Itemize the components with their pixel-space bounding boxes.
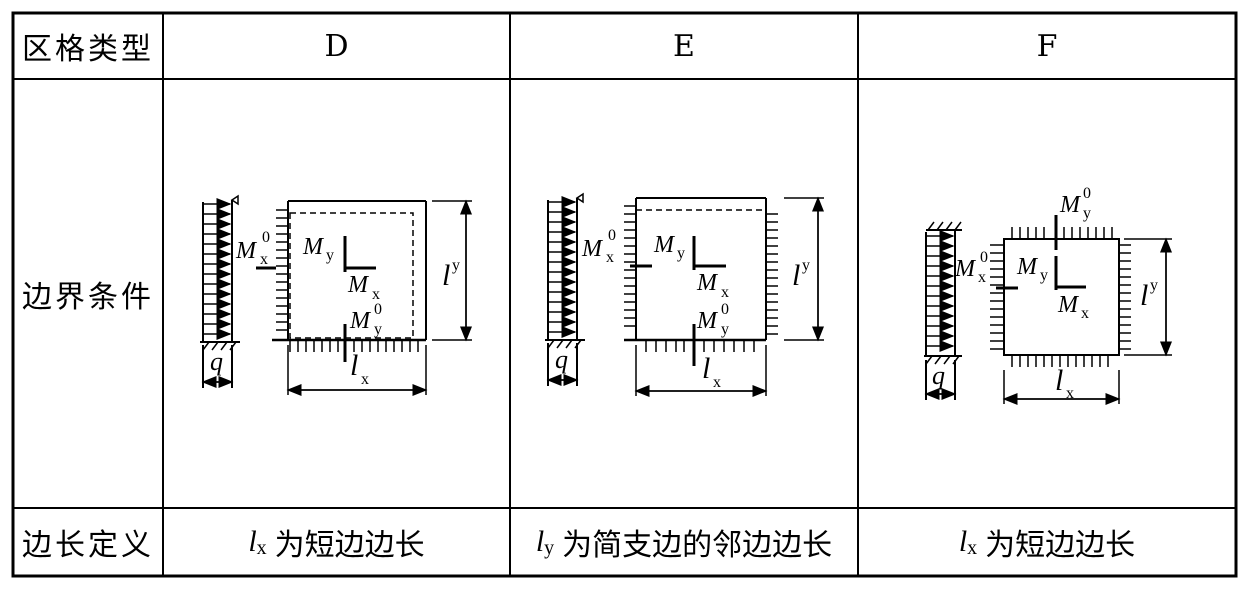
svg-text:q: q	[210, 347, 223, 376]
svg-text:M: M	[581, 236, 604, 262]
svg-text:M: M	[696, 308, 719, 334]
load-arrows	[548, 196, 577, 338]
svg-text:l: l	[702, 352, 710, 385]
svg-text:M: M	[696, 270, 719, 296]
svg-text:0: 0	[374, 301, 382, 318]
svg-text:y: y	[1040, 267, 1048, 284]
svg-text:M: M	[1059, 192, 1082, 218]
definition-text: 为简支边的邻边边长	[562, 528, 833, 563]
svg-text:x: x	[721, 284, 729, 301]
svg-text:x: x	[1066, 385, 1074, 402]
diagram-d-labels: M x 0 M y M x M y 0 l y l x q	[210, 229, 460, 388]
svg-text:l: l	[1055, 364, 1063, 397]
svg-text:x: x	[361, 371, 369, 388]
svg-text:0: 0	[608, 227, 616, 244]
definition-sub: y	[544, 536, 555, 559]
svg-text:q: q	[932, 361, 945, 390]
definition-var: l	[535, 525, 545, 558]
svg-text:x: x	[260, 251, 268, 268]
diagram-e-labels: M x 0 M y M x M y 0 l y l x q	[555, 227, 810, 391]
svg-text:y: y	[326, 247, 334, 264]
svg-text:M: M	[1057, 292, 1080, 318]
diagram-f-labels: M x 0 M y 0 M y M x l y l x q	[932, 185, 1158, 402]
svg-text:M: M	[349, 308, 372, 334]
svg-text:M: M	[1016, 254, 1039, 280]
svg-text:M: M	[235, 238, 258, 264]
svg-text:x: x	[1081, 305, 1089, 322]
svg-text:M: M	[302, 234, 325, 260]
svg-text:y: y	[1083, 205, 1091, 222]
svg-text:M: M	[347, 272, 370, 298]
svg-text:M: M	[653, 232, 676, 258]
svg-text:0: 0	[721, 301, 729, 318]
svg-text:l: l	[792, 259, 800, 292]
definition-text: 为短边边长	[985, 528, 1136, 563]
svg-text:0: 0	[980, 249, 988, 266]
svg-text:x: x	[713, 374, 721, 391]
svg-text:0: 0	[1083, 185, 1091, 202]
definition-sub: x	[967, 536, 978, 559]
definition-var: l	[248, 525, 257, 558]
svg-text:l: l	[350, 349, 358, 382]
svg-text:M: M	[954, 256, 977, 282]
svg-text:x: x	[372, 286, 380, 303]
svg-text:y: y	[802, 257, 810, 274]
diagram-e	[545, 192, 824, 397]
definition-sub: x	[256, 536, 267, 559]
svg-text:y: y	[677, 245, 685, 262]
svg-text:y: y	[1150, 277, 1158, 294]
svg-text:l: l	[442, 259, 450, 292]
svg-text:y: y	[374, 321, 382, 338]
svg-text:0: 0	[262, 229, 270, 246]
svg-text:x: x	[606, 249, 614, 266]
column-header-e: E	[673, 28, 695, 64]
load-arrows	[203, 198, 232, 340]
load-arrows	[926, 230, 955, 352]
svg-text:q: q	[555, 345, 568, 374]
header-row-label: 区格类型	[22, 32, 154, 67]
svg-text:y: y	[721, 321, 729, 338]
diagram-d	[200, 194, 472, 396]
svg-text:x: x	[978, 269, 986, 286]
definition-text: 为短边边长	[274, 528, 425, 563]
column-header-d: D	[324, 28, 349, 64]
svg-text:l: l	[1140, 279, 1148, 312]
definition-var: l	[958, 525, 968, 558]
row-label-boundary: 边界条件	[22, 279, 154, 315]
diagram-f	[924, 215, 1172, 405]
svg-text:y: y	[452, 257, 460, 274]
row-label-side-definition: 边长定义	[22, 528, 154, 563]
column-header-f: F	[1036, 28, 1058, 64]
